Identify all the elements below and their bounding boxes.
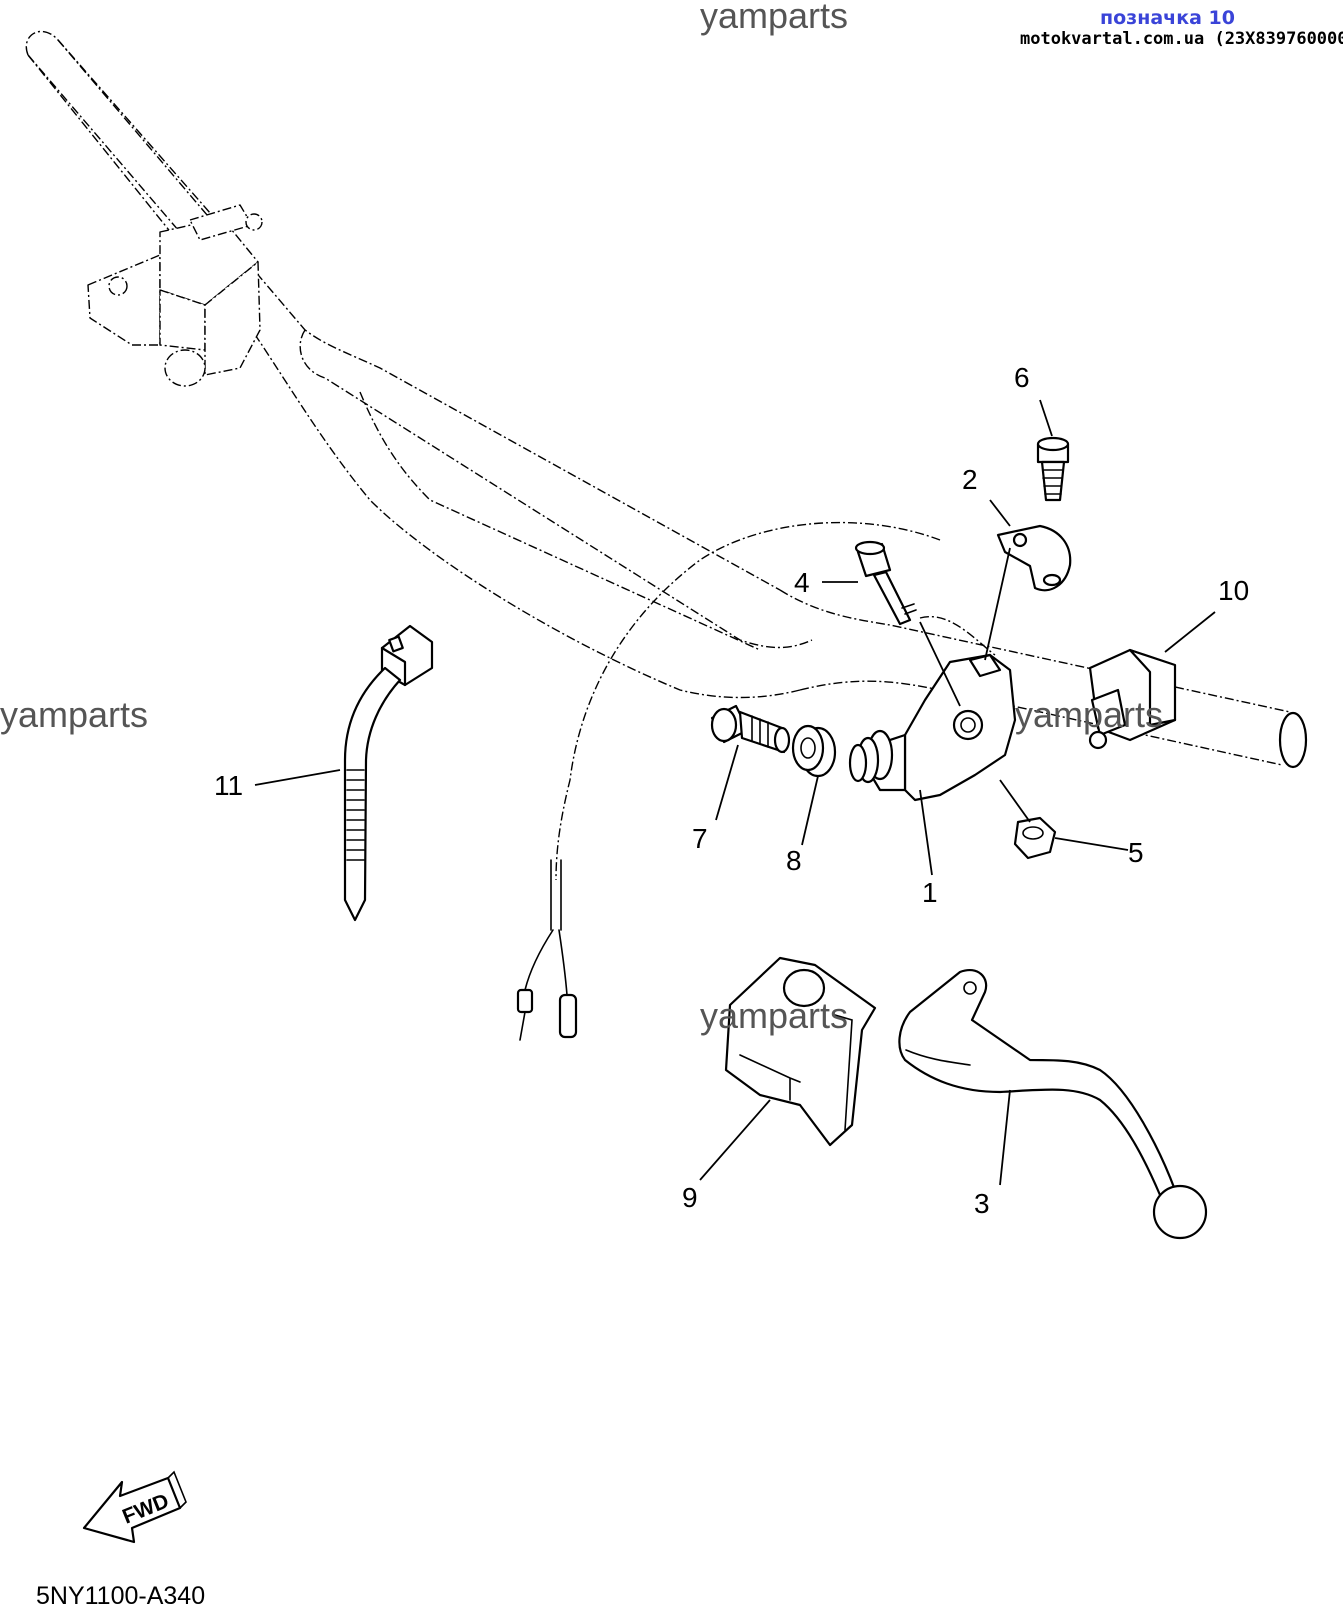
callout-11: 11 xyxy=(214,770,243,801)
fwd-arrow-icon: FWD xyxy=(82,1470,187,1544)
callout-10: 10 xyxy=(1218,575,1249,606)
callout-2: 2 xyxy=(962,464,978,495)
part-10-hot-starter xyxy=(1088,648,1177,750)
watermark-top: yamparts xyxy=(700,0,848,36)
callout-3: 3 xyxy=(974,1188,990,1219)
part-1-lever-holder xyxy=(848,653,1017,802)
part-2-holder-clamp xyxy=(996,524,1072,592)
brake-master-cylinder xyxy=(87,204,263,387)
part-6-bolt xyxy=(1036,436,1070,502)
part-7-adjuster xyxy=(710,704,791,754)
part-3-clutch-lever xyxy=(898,969,1208,1240)
callout-5: 5 xyxy=(1128,837,1144,868)
diagram-code: 5NY1100-A340 xyxy=(36,1582,205,1610)
part-11-cable-tie xyxy=(343,624,434,922)
callout-4: 4 xyxy=(794,567,810,598)
part-5-nut xyxy=(1013,816,1057,860)
callout-1: 1 xyxy=(922,877,938,908)
part-4-pivot-bolt xyxy=(854,540,917,626)
header-label: позначка 10 xyxy=(1100,7,1235,29)
callout-7: 7 xyxy=(692,823,708,854)
switch-wire xyxy=(516,521,941,1041)
callout-9: 9 xyxy=(682,1182,698,1213)
header-site: motokvartal.com.ua (23X839760000) xyxy=(1020,29,1343,49)
watermark-right: yamparts xyxy=(1015,694,1163,735)
callout-8: 8 xyxy=(786,845,802,876)
part-9-lever-cover xyxy=(724,956,877,1147)
callout-numbers: 6 2 4 10 11 7 8 5 1 9 3 xyxy=(214,362,1249,1219)
watermark-middle: yamparts xyxy=(700,995,848,1036)
watermark-left: yamparts xyxy=(0,694,148,735)
callout-6: 6 xyxy=(1014,362,1030,393)
leader-lines xyxy=(254,399,1216,1186)
part-8-lock-nut xyxy=(791,724,837,778)
